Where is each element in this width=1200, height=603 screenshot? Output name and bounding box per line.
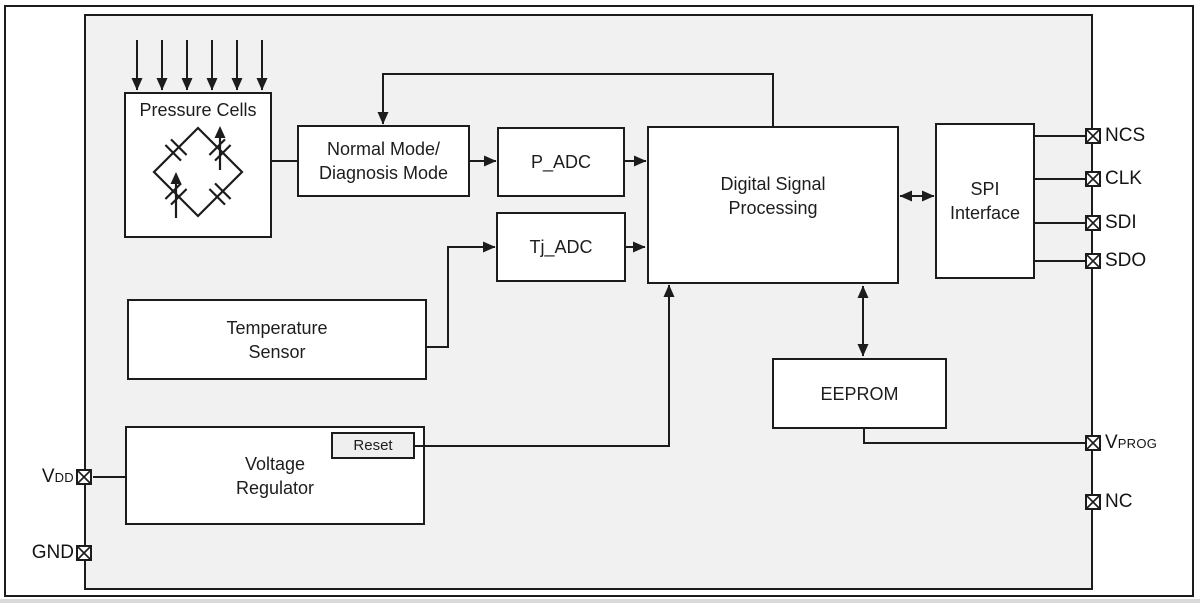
- crossbox-icon: [76, 545, 92, 561]
- block-eeprom-label: EEPROM: [820, 383, 899, 404]
- block-spi-interface: SPI Interface: [935, 123, 1035, 279]
- pin-clk-label: CLK: [1105, 168, 1142, 189]
- block-tj-adc-label: Tj_ADC: [529, 237, 593, 257]
- block-temp-sensor-line1: Temperature: [226, 317, 328, 338]
- pin-ncs-label: NCS: [1105, 125, 1146, 146]
- crossbox-icon: [1085, 435, 1101, 451]
- block-dsp-line1: Digital Signal: [720, 174, 826, 194]
- pin-ncs: [1085, 128, 1101, 144]
- block-spi-line2: Interface: [949, 203, 1021, 223]
- block-pressure-cells: Pressure Cells: [124, 92, 272, 238]
- block-p-adc-label: P_ADC: [530, 152, 592, 172]
- block-tj-adc: Tj_ADC: [496, 212, 626, 282]
- pin-vdd-label: VDD: [41, 466, 74, 487]
- pin-nc-label: NC: [1105, 491, 1133, 512]
- pin-vprog: [1085, 435, 1101, 451]
- pin-nc: [1085, 494, 1101, 510]
- block-eeprom: EEPROM: [772, 358, 947, 429]
- pin-gnd: [76, 545, 92, 561]
- pin-vdd: [76, 469, 92, 485]
- block-temperature-sensor: Temperature Sensor: [127, 299, 427, 380]
- block-reset-label: Reset: [353, 437, 393, 454]
- crossbox-icon: [1085, 253, 1101, 269]
- wheatstone-bridge-icon: [152, 126, 244, 218]
- block-vreg-line1: Voltage: [244, 453, 306, 474]
- block-p-adc: P_ADC: [497, 127, 625, 197]
- pin-sdo: [1085, 253, 1101, 269]
- block-dsp-line2: Processing: [728, 198, 818, 218]
- block-spi-line1: SPI: [970, 179, 1000, 199]
- block-pressure-cells-label: Pressure Cells: [139, 100, 257, 120]
- pin-sdo-label: SDO: [1105, 250, 1147, 271]
- pin-gnd-label: GND: [31, 542, 74, 563]
- block-voltage-regulator: Voltage Regulator: [125, 426, 425, 525]
- pin-clk: [1085, 171, 1101, 187]
- crossbox-icon: [76, 469, 92, 485]
- block-digital-signal-processing: Digital Signal Processing: [647, 126, 899, 284]
- pin-sdi-label: SDI: [1105, 212, 1137, 233]
- pin-sdi: [1085, 215, 1101, 231]
- block-normal-mode-line1: Normal Mode/: [326, 139, 441, 159]
- crossbox-icon: [1085, 215, 1101, 231]
- block-temp-sensor-line2: Sensor: [248, 341, 306, 362]
- block-vreg-line2: Regulator: [235, 477, 315, 498]
- pin-vprog-label: VPROG: [1105, 432, 1158, 453]
- crossbox-icon: [1085, 128, 1101, 144]
- block-reset: Reset: [331, 432, 415, 459]
- crossbox-icon: [1085, 494, 1101, 510]
- bottom-strip: [0, 599, 1200, 603]
- block-normal-diagnosis-mode: Normal Mode/ Diagnosis Mode: [297, 125, 470, 197]
- crossbox-icon: [1085, 171, 1101, 187]
- block-normal-mode-line2: Diagnosis Mode: [318, 163, 449, 183]
